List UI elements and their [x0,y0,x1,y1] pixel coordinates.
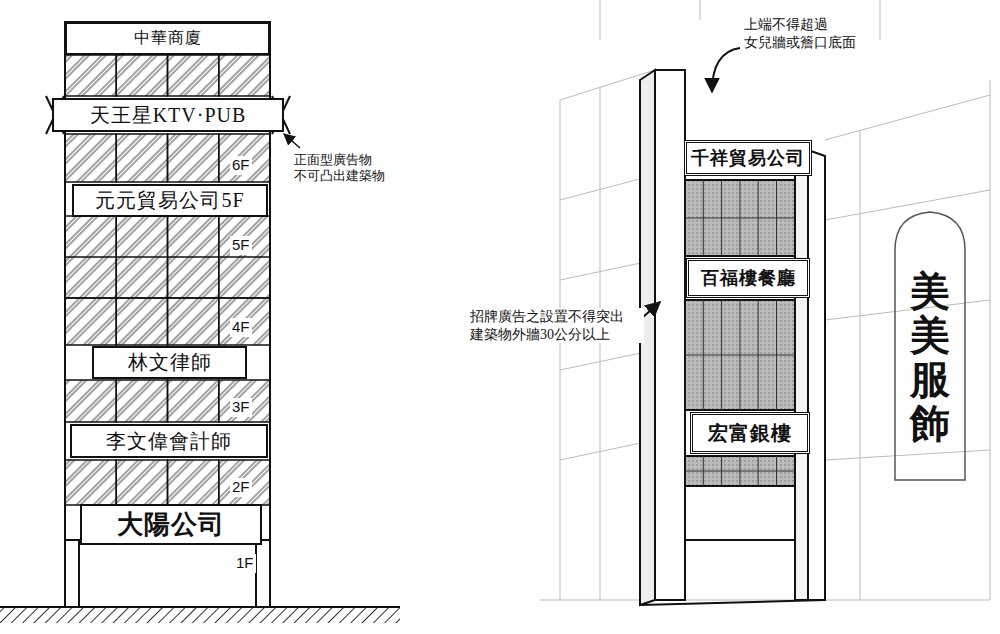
sign-text: 李文偉會計師 [106,428,232,455]
sign-text: 大陽公司 [117,507,225,542]
window [219,298,270,345]
window [219,380,270,422]
facade [640,70,825,605]
window [116,380,167,422]
building-outline [65,22,270,607]
leader-arrow [642,302,660,318]
sign: 百福樓餐廳 [686,258,810,298]
sign-text: 千祥貿易公司 [691,146,805,170]
ground-hatch [0,607,400,623]
sign-text: 宏富銀樓 [708,420,792,447]
window [168,380,219,422]
sign: 元元貿易公司5F [72,184,268,217]
note: 正面型廣告物 不可凸出建築物 [292,152,402,185]
sign: 宏富銀樓 [690,412,810,454]
vertical-sign: 美美服飾 [903,248,957,468]
window [65,380,116,422]
window [168,298,219,345]
floor-label: 3F [230,398,252,417]
floor-label: 6F [230,156,252,175]
sign: 李文偉會計師 [70,424,268,458]
window [116,298,167,345]
cross-mark [46,96,290,134]
sign-band: 中華商廈 [65,22,270,55]
window [219,55,270,96]
note: 上端不得超過 女兒牆或簷口底面 [742,16,866,51]
sign-text: 中華商廈 [134,28,202,49]
window [65,298,116,345]
note: 招牌廣告之設置不得突出 建築物外牆30公分以上 [468,308,644,343]
window [65,55,116,96]
leader-arrow [712,48,740,92]
sign-crossed: 天王星KTV·PUB [52,98,284,132]
sign-text: 元元貿易公司5F [95,187,244,214]
window [65,460,116,505]
window [219,134,270,182]
window [116,134,167,182]
floor-label: 5F [230,236,252,255]
window [168,55,219,96]
window [219,460,270,505]
leader-arrow [284,134,300,148]
background-street [540,0,990,600]
floor-label: 2F [230,478,252,497]
window [65,134,116,182]
window [168,460,219,505]
window [116,55,167,96]
sign: 林文律師 [92,346,247,379]
sign: 千祥貿易公司 [684,140,812,176]
floor-label: 4F [230,318,252,337]
sign-text: 天王星KTV·PUB [90,102,247,129]
window [116,460,167,505]
sign-text: 美美服飾 [910,270,950,446]
window [168,134,219,182]
floor-label: 1F [234,554,256,573]
sign-text: 林文律師 [128,349,212,376]
sign-text: 百福樓餐廳 [701,266,796,290]
sign: 大陽公司 [80,504,262,545]
